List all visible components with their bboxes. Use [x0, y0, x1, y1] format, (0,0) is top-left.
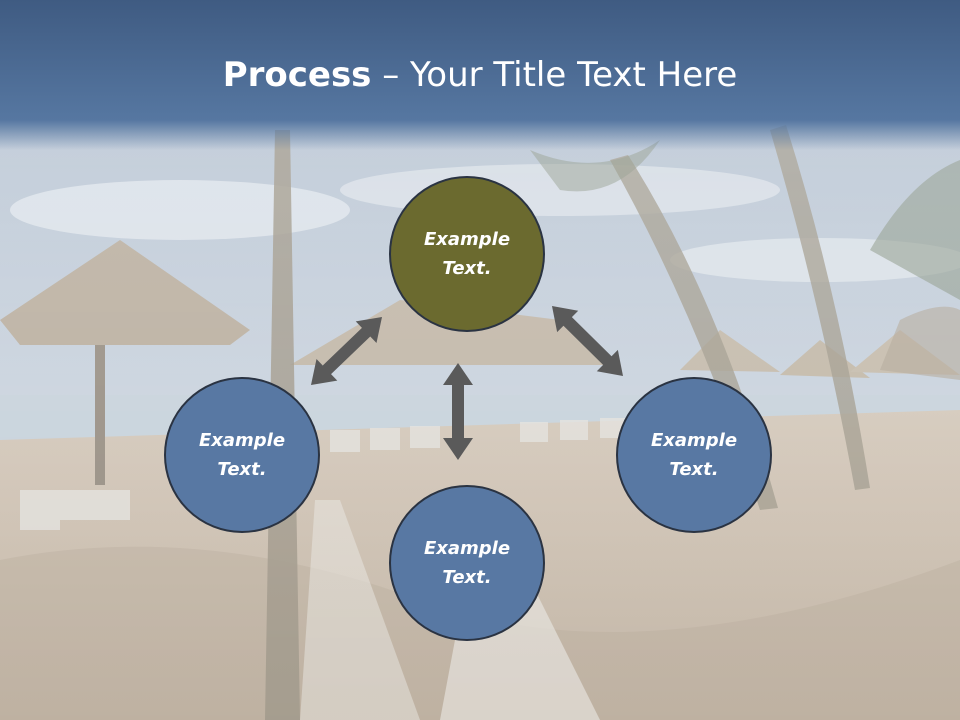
node-label-line2: Text. [217, 459, 267, 480]
node-label-line1: Example [650, 430, 738, 451]
process-node-top [389, 176, 545, 332]
node-label-line1: Example [198, 430, 286, 451]
process-node-right [616, 377, 772, 533]
arrow-top-right-icon [552, 306, 623, 376]
node-label-line2: Text. [442, 258, 492, 279]
title-rest-part: – Your Title Text Here [371, 55, 738, 95]
process-node-bottom [389, 485, 545, 641]
node-label-line1: Example [423, 538, 511, 559]
process-node-left [164, 377, 320, 533]
arrow-vertical-icon [443, 363, 473, 460]
title-bold-part: Process [222, 55, 372, 95]
node-label-line2: Text. [442, 567, 492, 588]
node-label-line2: Text. [669, 459, 719, 480]
slide-title: Process – Your Title Text Here [0, 52, 960, 98]
node-label-line1: Example [423, 229, 511, 250]
arrow-top-left-icon [311, 317, 382, 385]
title-band [0, 0, 960, 150]
